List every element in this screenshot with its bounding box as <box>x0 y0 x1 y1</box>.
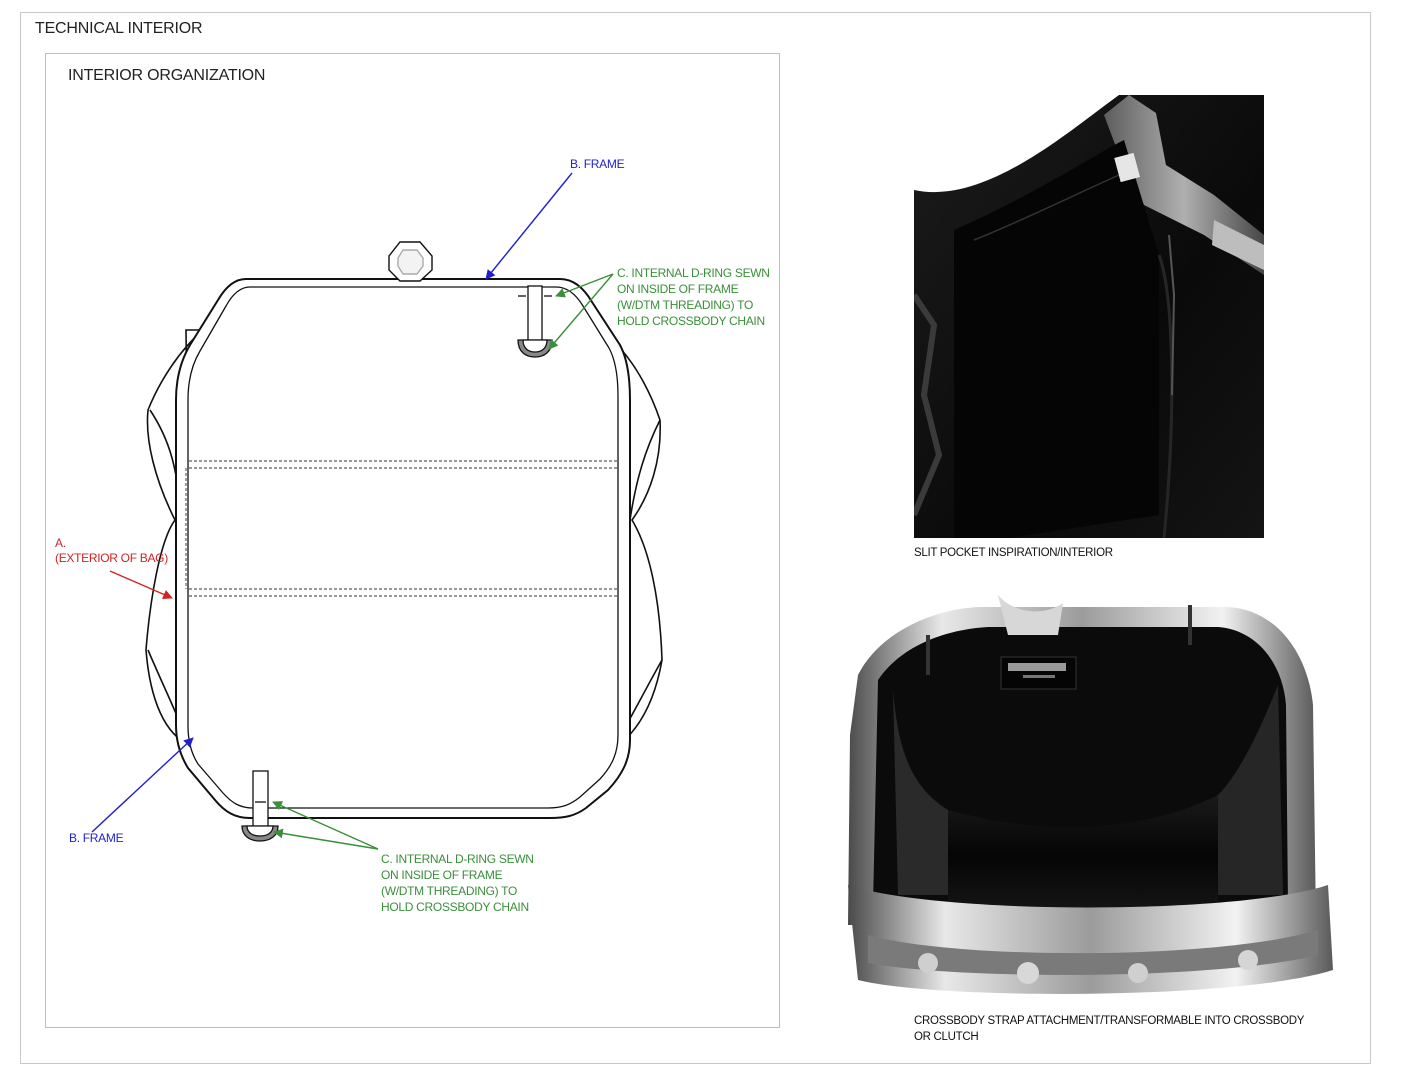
slit-pocket-caption: SLIT POCKET INSPIRATION/INTERIOR <box>914 547 1113 559</box>
dring-bottom-label: C. INTERNAL D-RING SEWN ON INSIDE OF FRA… <box>381 852 534 914</box>
slit-pocket-stitching <box>185 460 617 597</box>
diagram-title: INTERIOR ORGANIZATION <box>68 67 266 84</box>
dring-bottom-arrow-2 <box>273 828 379 850</box>
dring-top-arrow-1 <box>555 273 614 298</box>
page-frame <box>20 12 1371 1064</box>
diagram-panel <box>45 53 780 1028</box>
dring-top-label: C. INTERNAL D-RING SEWN ON INSIDE OF FRA… <box>617 266 770 328</box>
frame-top-arrow <box>485 172 573 280</box>
dring-top-arrow-2 <box>548 273 614 350</box>
slit-pocket-photo <box>914 95 1264 538</box>
crossbody-clutch-photo <box>838 595 1340 1000</box>
crossbody-caption-line2: OR CLUTCH <box>914 1031 979 1043</box>
bag-body <box>175 278 631 819</box>
exterior-label-2: (EXTERIOR OF BAG) <box>55 551 168 565</box>
d-ring-top <box>517 285 553 358</box>
frame-top-label: B. FRAME <box>570 157 625 171</box>
clasp-knob <box>388 241 433 282</box>
exterior-arrow <box>109 570 173 599</box>
frame-bottom-label: B. FRAME <box>69 831 124 845</box>
d-ring-bottom <box>241 770 279 842</box>
crossbody-caption-line1: CROSSBODY STRAP ATTACHMENT/TRANSFORMABLE… <box>914 1015 1305 1027</box>
page-title: TECHNICAL INTERIOR <box>35 20 203 37</box>
dring-bottom-arrow-1 <box>272 801 379 850</box>
frame-bottom-arrow <box>91 737 194 833</box>
exterior-label-1: A. <box>55 536 66 550</box>
